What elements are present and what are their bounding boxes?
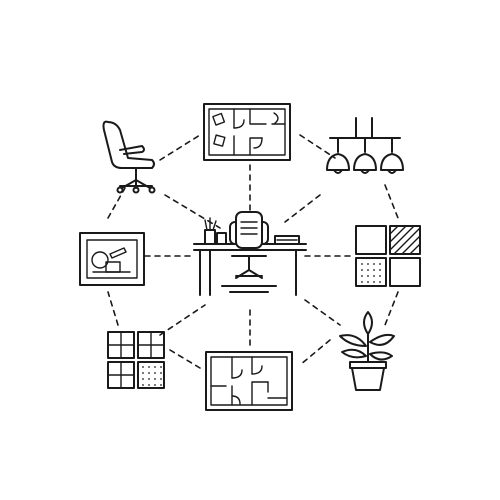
desk-workspace-icon — [193, 211, 307, 296]
blueprint-icon — [205, 351, 293, 411]
office-chair-icon — [102, 120, 156, 194]
tile-dots — [361, 263, 381, 283]
dashed-connection-ring — [107, 134, 399, 369]
window-grid-icon — [107, 331, 165, 389]
pendant-lamps-icon — [326, 117, 404, 174]
floor-tiles-icon — [355, 225, 421, 287]
framed-picture-icon — [79, 232, 145, 286]
potted-plant-icon — [339, 311, 395, 391]
floor-plan-icon — [203, 103, 291, 161]
window-dots — [142, 366, 162, 386]
